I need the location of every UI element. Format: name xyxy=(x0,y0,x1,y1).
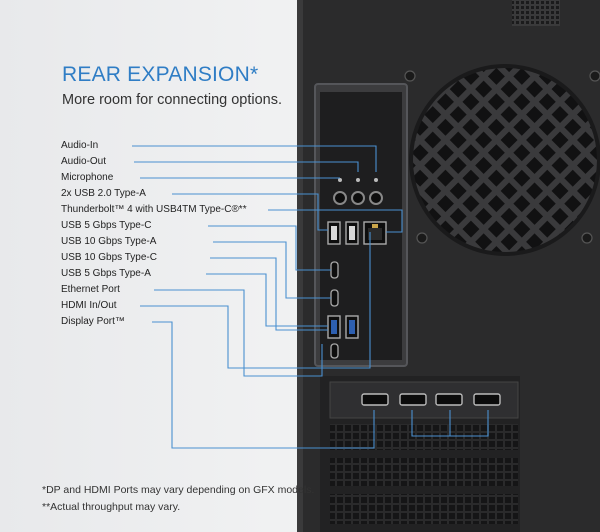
page-subtitle: More room for connecting options. xyxy=(62,92,283,108)
footnote-throughput: **Actual throughput may vary. xyxy=(42,501,181,513)
footnotes: *DP and HDMI Ports may vary depending on… xyxy=(42,482,314,516)
label-usb-10gbps-type-c: USB 10 Gbps Type-C xyxy=(61,252,157,263)
label-usb-10gbps-type-a: USB 10 Gbps Type-A xyxy=(61,236,157,247)
label-microphone: Microphone xyxy=(61,172,114,183)
label-audio-out: Audio-Out xyxy=(61,156,107,167)
label-thunderbolt-4: Thunderbolt™ 4 with USB4TM Type-C®** xyxy=(61,204,247,215)
footnote-gfx: *DP and HDMI Ports may vary depending on… xyxy=(42,484,315,496)
page-title: REAR EXPANSION* xyxy=(62,63,259,86)
label-ethernet-port: Ethernet Port xyxy=(61,284,120,295)
label-display-port: Display Port™ xyxy=(61,316,125,327)
label-hdmi-in-out: HDMI In/Out xyxy=(61,300,117,311)
label-audio-in: Audio-In xyxy=(61,140,99,151)
label-usb-5gbps-type-c: USB 5 Gbps Type-C xyxy=(61,220,152,231)
label-usb-2-type-a: 2x USB 2.0 Type-A xyxy=(61,188,146,199)
label-usb-5gbps-type-a: USB 5 Gbps Type-A xyxy=(61,268,151,279)
